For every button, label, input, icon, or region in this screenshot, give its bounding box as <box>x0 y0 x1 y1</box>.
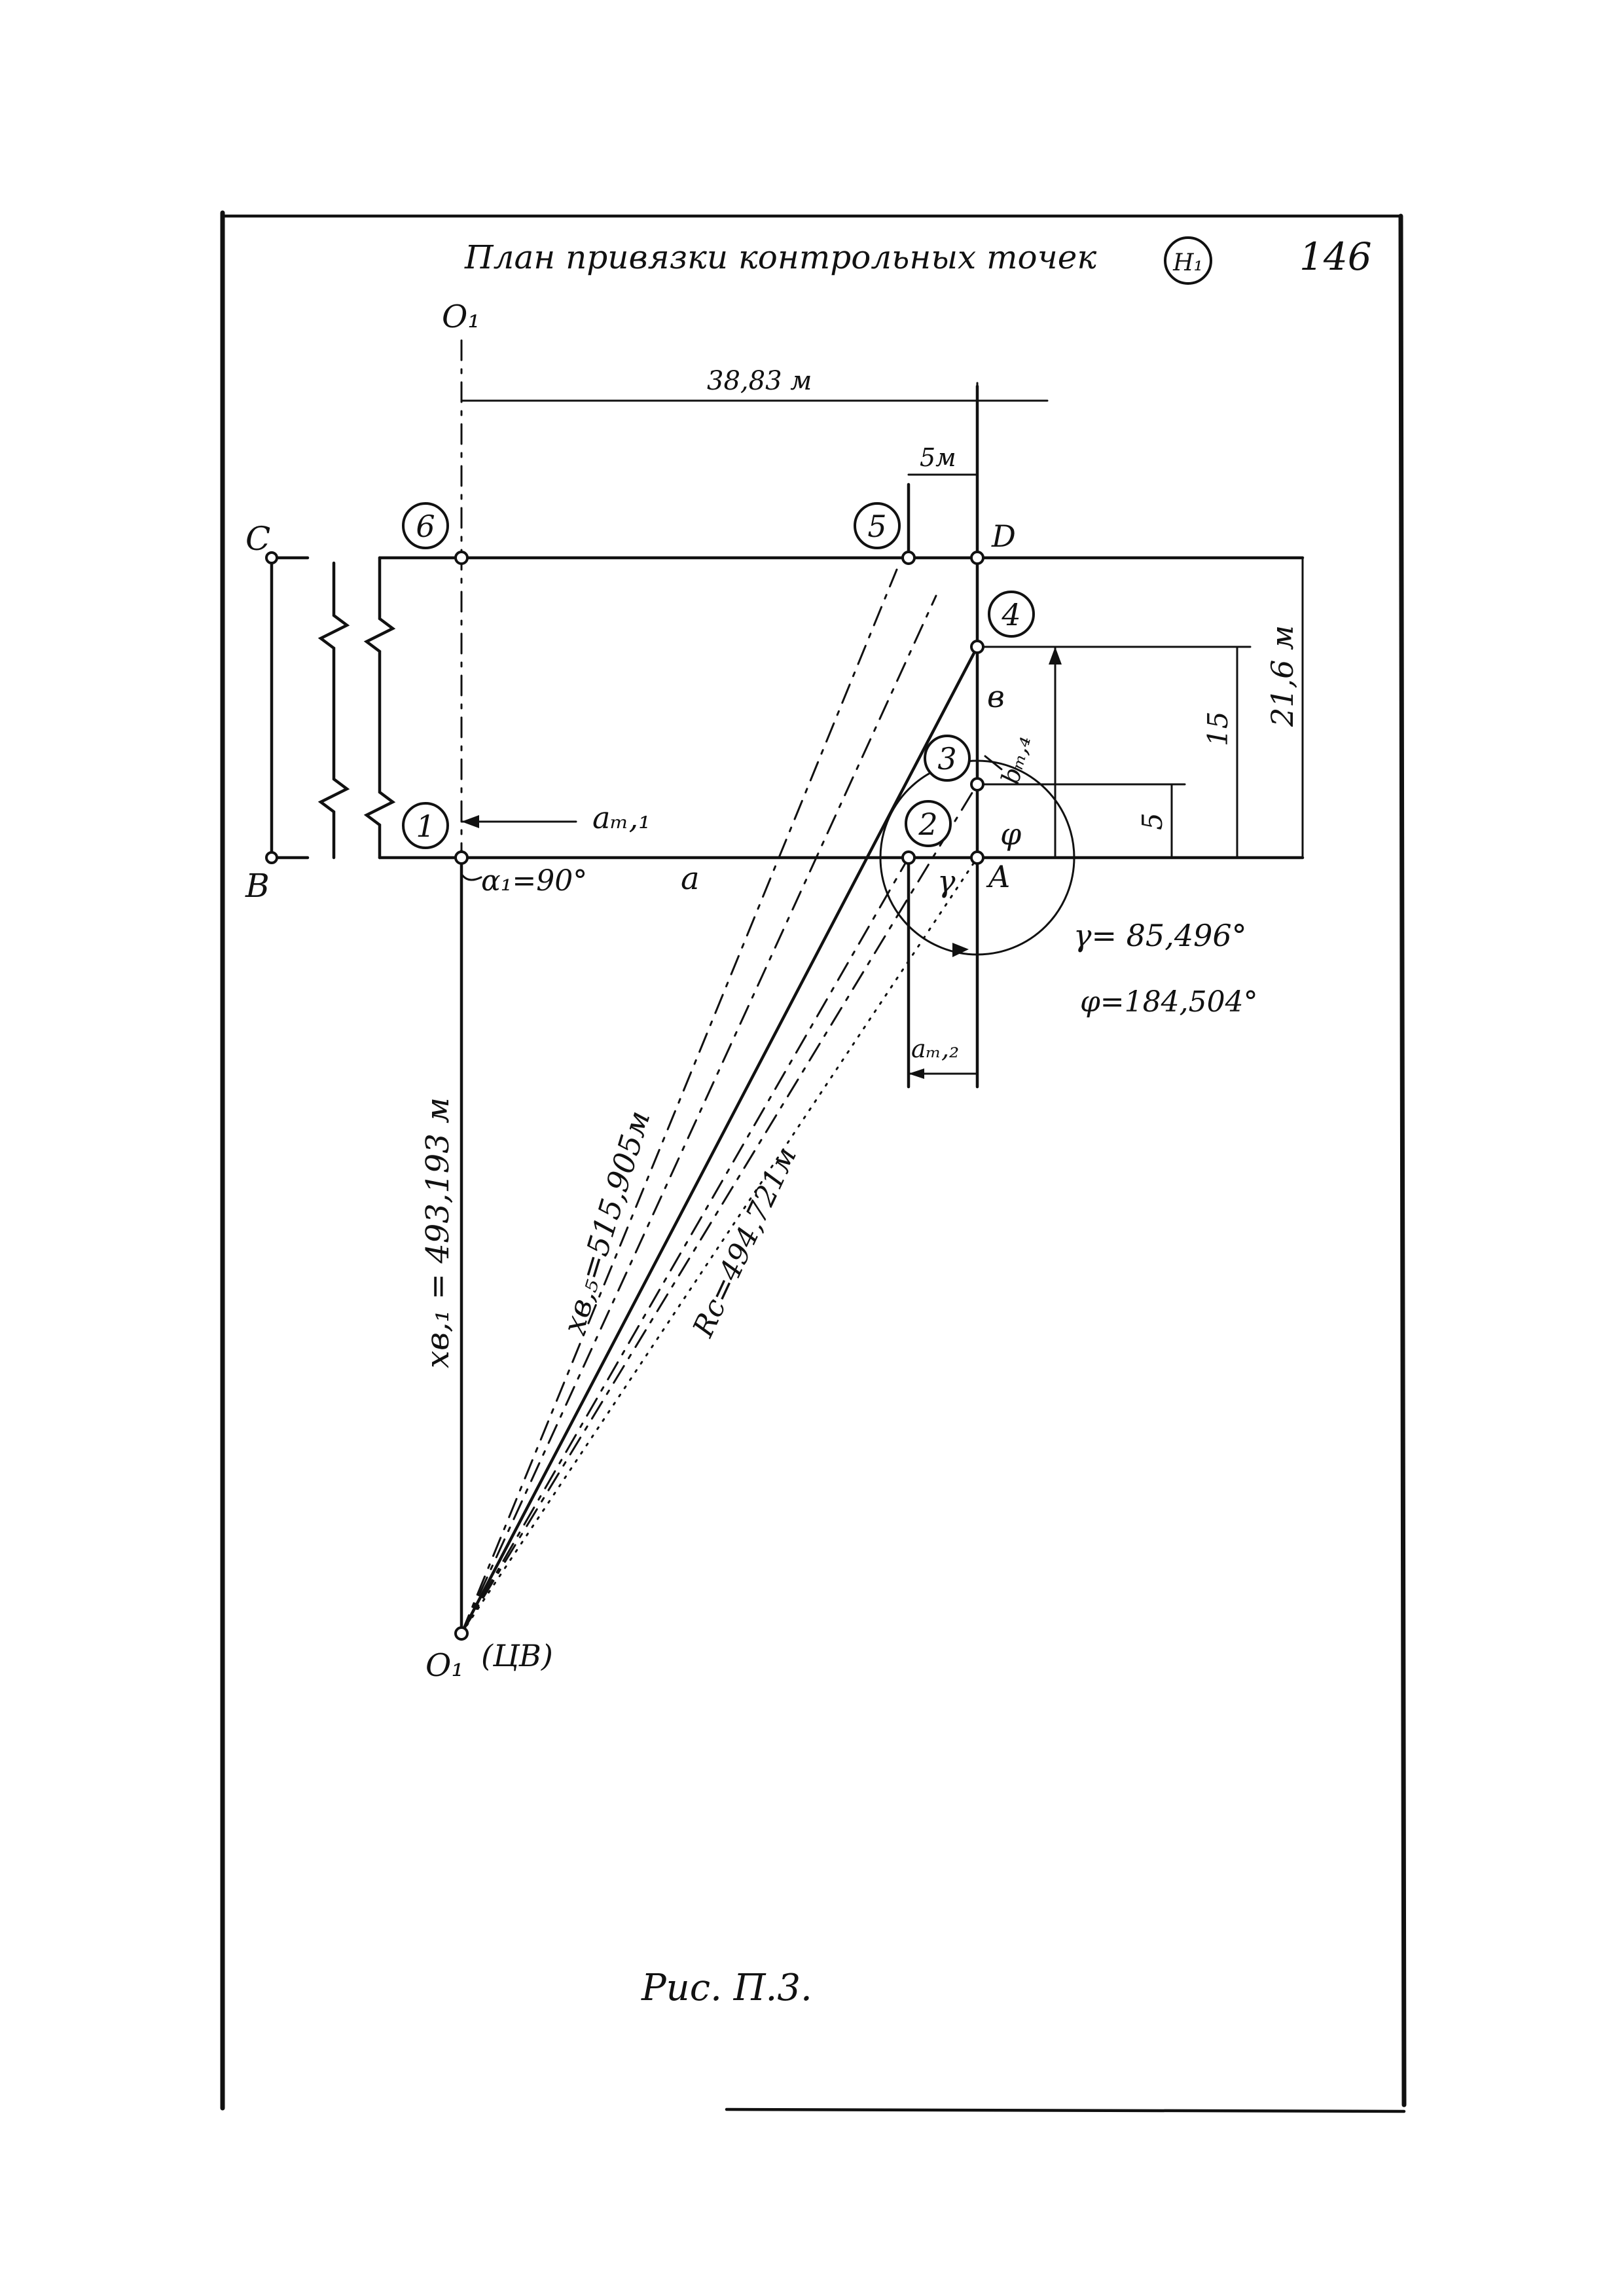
dim-b-arrow <box>1049 647 1062 665</box>
frame-bottom-line <box>725 2107 1406 2113</box>
alpha1-label: α₁=90° <box>481 864 587 898</box>
plan-title: План привязки контрольных точек <box>464 238 1096 276</box>
figure-caption: Рис. П.3. <box>641 1967 812 2009</box>
frame-right-line <box>1398 213 1407 2107</box>
marker-3-circle <box>924 735 971 782</box>
am2-arrow <box>909 1068 924 1079</box>
point-6-dot <box>454 551 469 565</box>
control-points <box>454 551 984 1641</box>
am1-arrow <box>461 815 479 828</box>
point-d-dot <box>970 551 984 565</box>
corner-a-label: A <box>986 859 1010 894</box>
am2-label: aₘ,₂ <box>911 1034 959 1063</box>
cb-dimension <box>265 551 350 864</box>
gamma-value: γ= 85,496° <box>1074 918 1247 953</box>
line-to-5 <box>460 568 898 1635</box>
corner-d-label: D <box>991 519 1016 554</box>
width-dimension <box>460 382 1049 420</box>
am1-label: aₘ,₁ <box>592 800 651 835</box>
segment-a-label: a <box>681 860 700 897</box>
marker-4-label: 4 <box>1001 597 1020 632</box>
line-to-2 <box>460 856 910 1635</box>
segment-b-label: в <box>987 679 1005 714</box>
point-2-dot <box>901 850 916 865</box>
point-1-dot <box>454 850 469 865</box>
dim-21-6-label: 21,6 м <box>1265 625 1300 727</box>
point-markers: 6 1 5 4 3 2 <box>402 502 1035 849</box>
phi-label: φ <box>1000 816 1022 852</box>
corner-b-dot <box>265 851 278 864</box>
point-4-dot <box>970 640 984 654</box>
line-rc <box>460 594 937 1635</box>
marker-4-circle <box>988 591 1035 638</box>
radius-lines <box>460 568 979 1635</box>
corner-c-label: C <box>245 520 270 558</box>
dim-5-label: 5 <box>1136 812 1168 830</box>
cb-break-line <box>317 561 350 860</box>
alpha1-arc <box>460 873 482 881</box>
angle-arc-arrow <box>952 943 969 957</box>
dim-15-label: 15 <box>1202 712 1234 746</box>
point-a-dot <box>970 850 984 865</box>
bm4-pointer <box>984 755 1003 771</box>
line-to-3 <box>460 783 979 1635</box>
offset-dim-label: 5м <box>920 443 956 472</box>
point-3-dot <box>970 777 984 792</box>
xb5-label: 𝑥в,₅=515,905м <box>556 1106 657 1338</box>
marker-3-label: 3 <box>937 741 956 776</box>
line-to-4 <box>460 645 979 1635</box>
bm4-label: bₘ,₄ <box>996 733 1036 788</box>
marker-5-circle <box>854 502 901 549</box>
point-5-dot <box>901 551 916 565</box>
phi-value: φ=184,504° <box>1080 985 1258 1019</box>
title-tag-circle <box>1164 236 1212 285</box>
building-left-break <box>363 556 396 860</box>
marker-6-label: 6 <box>416 509 435 544</box>
corner-c-dot <box>265 551 278 564</box>
marker-6-circle <box>402 502 449 549</box>
marker-5-label: 5 <box>867 509 886 544</box>
sheet-frame <box>220 210 1407 2113</box>
line-to-a <box>460 856 979 1635</box>
width-dim-label: 38,83 м <box>707 366 812 396</box>
title-tag: Н₁ <box>1172 249 1203 276</box>
page-number: 146 <box>1299 234 1372 279</box>
corner-b-label: B <box>245 867 270 905</box>
point-o1-bottom-dot <box>454 1626 469 1641</box>
o1-bottom-label: O₁ <box>425 1647 464 1684</box>
building-outline <box>363 384 1305 1089</box>
o1-top-label: O₁ <box>442 299 480 335</box>
angle-arc-circle <box>879 759 1075 956</box>
marker-1-label: 1 <box>416 809 435 844</box>
marker-1-circle <box>402 802 449 849</box>
o1-bottom-note: (ЦВ) <box>481 1638 553 1673</box>
right-dimensions <box>976 556 1304 859</box>
marker-2-circle <box>905 800 952 847</box>
marker-2-label: 2 <box>918 807 937 842</box>
xb1-label: 𝑥в,₁ = 493,193 м <box>420 1097 456 1368</box>
gamma-label: γ <box>937 864 956 899</box>
